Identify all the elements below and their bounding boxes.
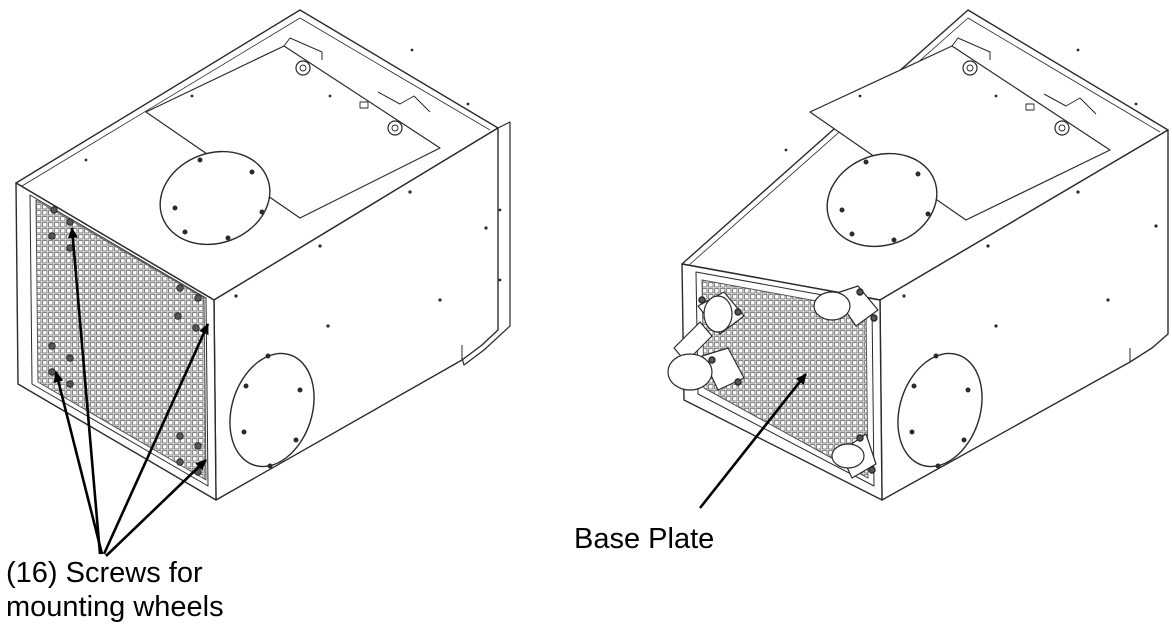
latch-knob-icon	[962, 60, 978, 76]
callout-arrow-base-plate	[698, 373, 808, 509]
unit-with-wheels	[667, 9, 1169, 501]
round-port-top	[826, 152, 938, 248]
screws-callout-label: (16) Screws for mounting wheels	[6, 556, 224, 624]
caster-wheel-icon	[813, 285, 879, 327]
latch-knob-icon	[295, 60, 311, 76]
round-port-top	[159, 150, 271, 246]
round-port-side	[897, 352, 983, 469]
latch-knob-icon	[1054, 120, 1070, 136]
caster-wheel-icon	[673, 291, 745, 363]
base-plate-callout-label: Base Plate	[574, 522, 714, 556]
mesh-plate	[701, 279, 869, 479]
caster-wheel-icon	[831, 433, 877, 479]
caster-wheel-icon	[667, 347, 745, 391]
mesh-plate	[35, 199, 207, 481]
screws-label-line-1: (16) Screws for	[6, 557, 203, 589]
round-port-side	[229, 352, 315, 469]
latch-knob-icon	[387, 120, 403, 136]
base-plate-label: Base Plate	[574, 523, 715, 555]
screws-label-line-2: mounting wheels	[6, 591, 224, 623]
callout-arrows-screws	[53, 227, 210, 557]
